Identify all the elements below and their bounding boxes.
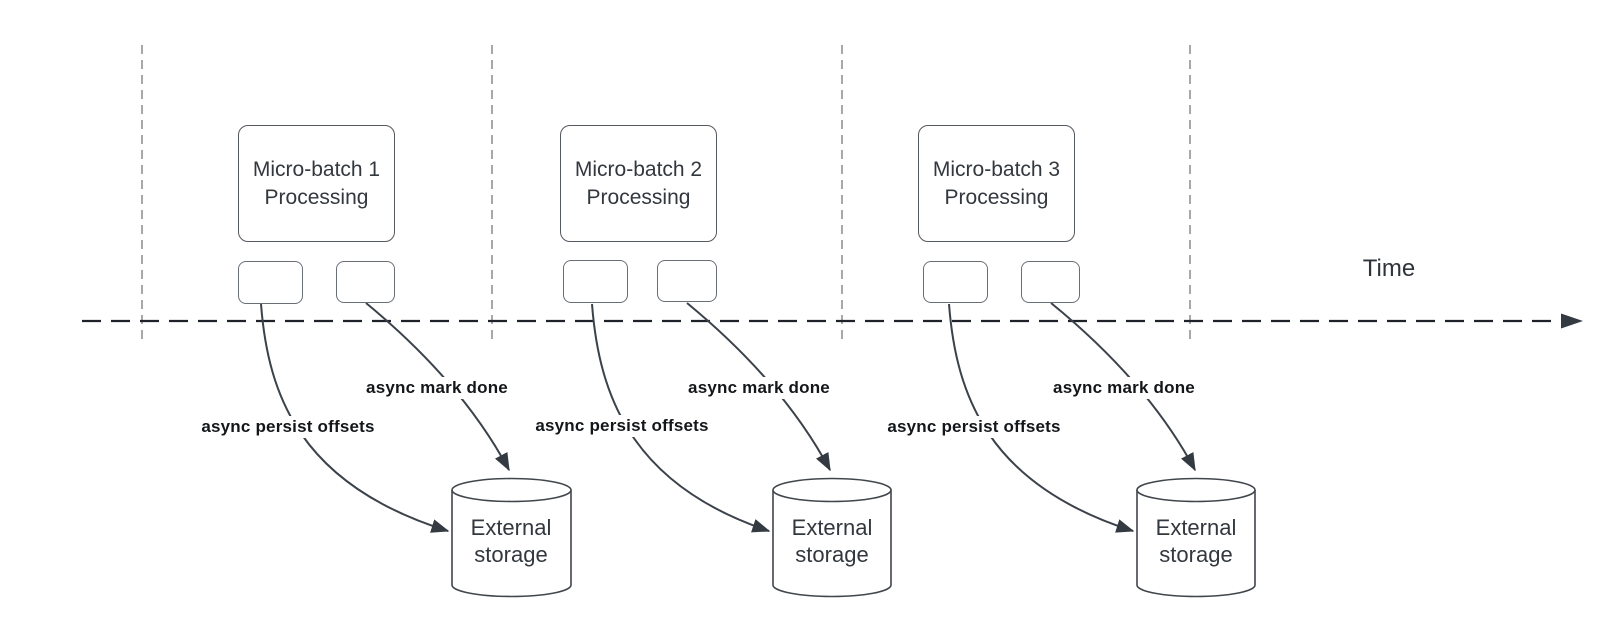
micro-batch-2-slot-left [563, 260, 628, 303]
micro-batch-3-slot-left [923, 261, 988, 303]
micro-batch-1-box: Micro-batch 1 Processing [238, 125, 395, 242]
mark-done-label-2: async mark done [685, 377, 833, 399]
persist-offsets-label-3: async persist offsets [884, 416, 1064, 438]
mark-done-label-3: async mark done [1050, 377, 1198, 399]
storage-label-2: External storage [791, 515, 873, 567]
micro-batch-1-slot-right [336, 261, 395, 303]
micro-batch-3-slot-right [1021, 261, 1080, 303]
external-storage-cylinder-3 [1136, 477, 1256, 598]
external-storage-cylinder-1 [451, 477, 572, 598]
micro-batch-1-slot-left [238, 261, 303, 304]
time-axis-arrowhead [1561, 313, 1583, 329]
micro-batch-2-box: Micro-batch 2 Processing [560, 125, 717, 242]
persist-offsets-label-1: async persist offsets [198, 416, 378, 438]
storage-label-1: External storage [470, 515, 552, 567]
mark-done-label-1: async mark done [363, 377, 511, 399]
micro-batch-3-box: Micro-batch 3 Processing [918, 125, 1075, 242]
storage-label-3: External storage [1155, 515, 1237, 567]
persist-offsets-label-2: async persist offsets [532, 415, 712, 437]
external-storage-cylinder-2 [772, 477, 892, 598]
micro-batch-2-slot-right [657, 260, 717, 302]
time-label: Time [1362, 255, 1416, 282]
